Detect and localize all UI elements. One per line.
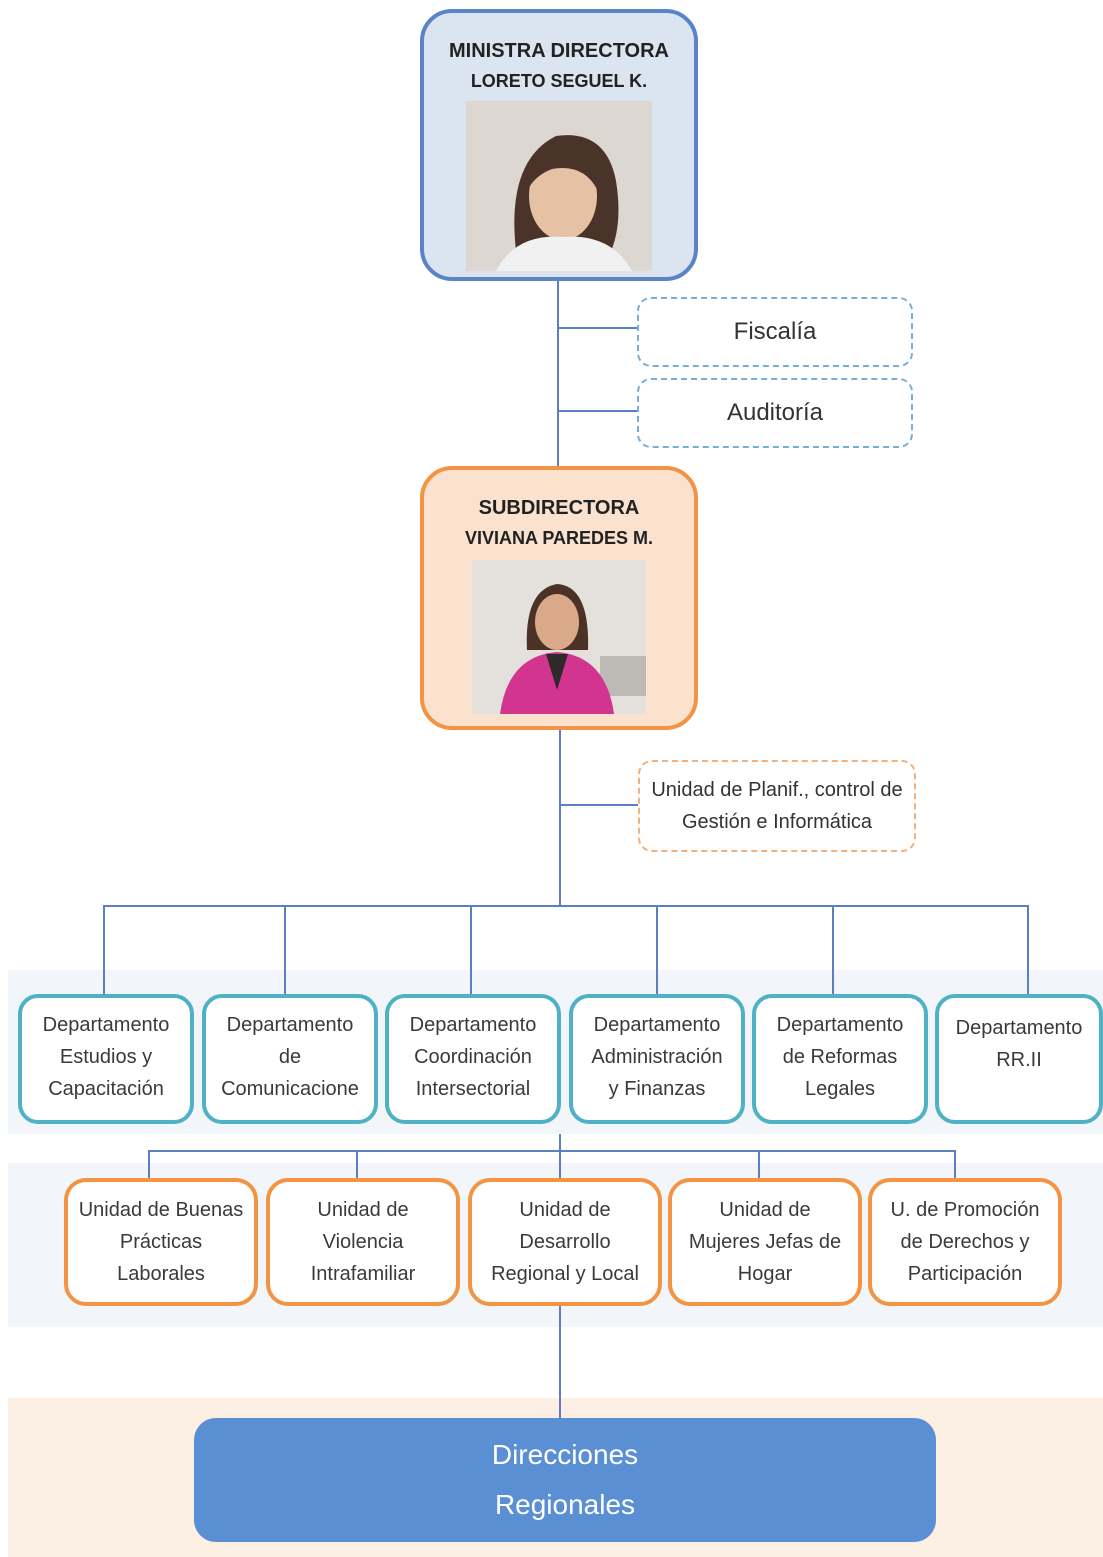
dept-line: Departamento <box>776 1014 904 1036</box>
fiscalia-node: Fiscalía <box>637 297 913 367</box>
dept-line: Capacitación <box>48 1078 164 1100</box>
unit-line: Violencia <box>322 1231 404 1253</box>
connector-auditoria <box>557 410 637 412</box>
dept-line: Estudios y <box>59 1046 153 1068</box>
departamento-comunicaciones-node: Departamento de Comunicacione <box>202 994 378 1124</box>
unit-line: Intrafamiliar <box>310 1263 416 1285</box>
unit-line: U. de Promoción <box>890 1199 1040 1221</box>
connector-dept-drop-2 <box>284 905 286 995</box>
dept-line: Departamento <box>955 1017 1083 1039</box>
connector-unit-drop-1 <box>148 1150 150 1179</box>
dept-line: Departamento <box>593 1014 721 1036</box>
connector-dept-drop-5 <box>832 905 834 995</box>
unit-line: Unidad de <box>317 1199 409 1221</box>
departamento-estudios-node: Departamento Estudios y Capacitación <box>18 994 194 1124</box>
connector-unidad-planif <box>559 804 638 806</box>
unit-line: de Derechos y <box>900 1231 1030 1253</box>
dept-line: Departamento <box>42 1014 170 1036</box>
dept-line: Legales <box>804 1078 876 1100</box>
connector-unit-stem <box>559 1134 561 1180</box>
direcciones-line-2: Regionales <box>494 1489 636 1520</box>
dept-line: y Finanzas <box>608 1078 706 1100</box>
dept-line: Departamento <box>409 1014 537 1036</box>
departamento-coordinacion-node: Departamento Coordinación Intersectorial <box>385 994 561 1124</box>
ministra-directora-node: MINISTRA DIRECTORA LORETO SEGUEL K. <box>420 9 698 281</box>
unit-line: Unidad de <box>719 1199 811 1221</box>
dept-line: RR.II <box>996 1049 1042 1071</box>
fiscalia-label: Fiscalía <box>733 318 817 345</box>
unit-line: Mujeres Jefas de <box>688 1231 842 1253</box>
dept-line: Comunicacione <box>221 1078 359 1100</box>
connector-dept-drop-6 <box>1027 905 1029 995</box>
connector-unit-drop-2 <box>356 1150 358 1179</box>
departamento-rrii-node: Departamento RR.II <box>935 994 1103 1124</box>
dept-line: Administración <box>591 1046 723 1068</box>
departamento-administracion-node: Departamento Administración y Finanzas <box>569 994 745 1124</box>
unit-line: Participación <box>907 1263 1023 1285</box>
auditoria-node: Auditoría <box>637 378 913 448</box>
connector-fiscalia <box>557 327 637 329</box>
subdirectora-name: VIVIANA PAREDES M. <box>464 528 654 548</box>
connector-regional <box>559 1306 561 1419</box>
unit-line: Unidad de <box>519 1199 611 1221</box>
dept-line: Departamento <box>226 1014 354 1036</box>
ministra-role: MINISTRA DIRECTORA <box>449 40 669 62</box>
unit-line: Laborales <box>117 1263 205 1285</box>
unidad-violencia-node: Unidad de Violencia Intrafamiliar <box>266 1178 460 1306</box>
unidad-buenas-practicas-node: Unidad de Buenas Prácticas Laborales <box>64 1178 258 1306</box>
subdirectora-role: SUBDIRECTORA <box>478 497 640 519</box>
direcciones-regionales-node: Direcciones Regionales <box>194 1418 936 1542</box>
dept-line: de <box>278 1046 302 1068</box>
unidad-promocion-derechos-node: U. de Promoción de Derechos y Participac… <box>868 1178 1062 1306</box>
connector-main-middle <box>559 730 561 906</box>
connector-dept-drop-1 <box>103 905 105 995</box>
dept-line: Intersectorial <box>415 1078 531 1100</box>
departamento-reformas-node: Departamento de Reformas Legales <box>752 994 928 1124</box>
unidad-planificacion-line-2: Gestión e Informática <box>681 811 873 833</box>
unit-line: Prácticas <box>119 1231 203 1253</box>
subdirectora-node: SUBDIRECTORA VIVIANA PAREDES M. <box>420 466 698 730</box>
connector-unit-drop-4 <box>758 1150 760 1179</box>
connector-unit-drop-5 <box>954 1150 956 1179</box>
unit-line: Hogar <box>737 1263 793 1285</box>
unidad-planificacion-node: Unidad de Planif., control de Gestión e … <box>638 760 916 852</box>
connector-unit-bus <box>148 1150 956 1152</box>
connector-dept-drop-4 <box>656 905 658 995</box>
unit-line: Desarrollo <box>519 1231 611 1253</box>
unidad-planificacion-line-1: Unidad de Planif., control de <box>651 779 903 801</box>
subdirectora-photo <box>472 560 646 714</box>
unidad-mujeres-jefas-node: Unidad de Mujeres Jefas de Hogar <box>668 1178 862 1306</box>
connector-main-top <box>557 281 559 467</box>
connector-dept-drop-3 <box>470 905 472 995</box>
unidad-desarrollo-regional-node: Unidad de Desarrollo Regional y Local <box>468 1178 662 1306</box>
unit-line: Regional y Local <box>491 1263 639 1285</box>
direcciones-line-1: Direcciones <box>491 1439 639 1470</box>
auditoria-label: Auditoría <box>726 399 824 426</box>
dept-line: Coordinación <box>414 1046 532 1068</box>
unit-line: Unidad de Buenas <box>78 1199 244 1221</box>
connector-dept-bus <box>103 905 1029 907</box>
ministra-photo <box>466 101 652 271</box>
dept-line: de Reformas <box>782 1046 898 1068</box>
ministra-name: LORETO SEGUEL K. <box>470 71 648 91</box>
